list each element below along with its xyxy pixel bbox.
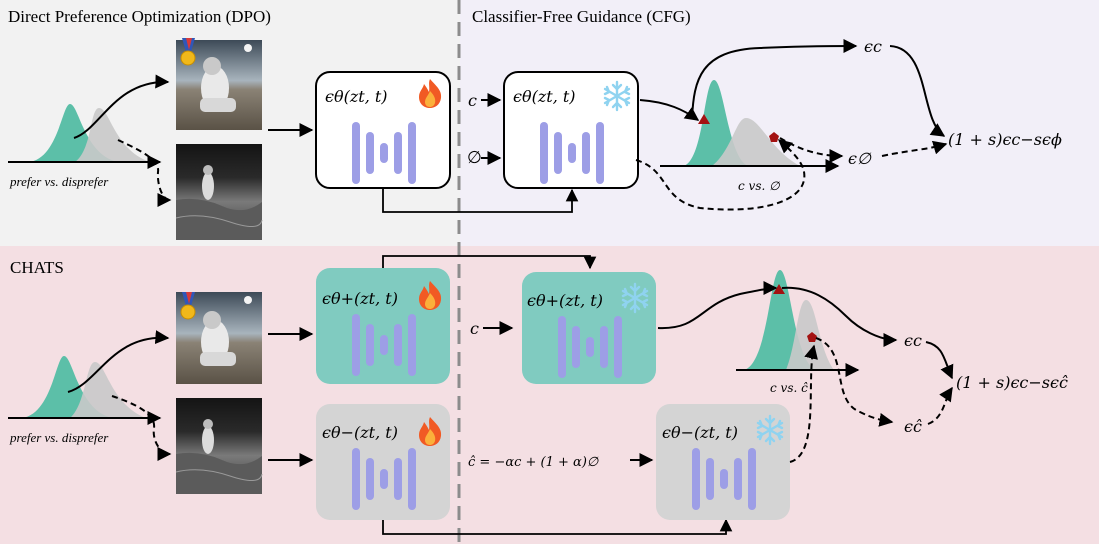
minus-frozen-label: ϵθ−(zt, t): [662, 423, 738, 442]
eps-null-to-formula-arrow: [881, 140, 948, 157]
eps-chat-to-formula-arrow: [927, 386, 953, 425]
minus-model-label: ϵθ−(zt, t): [322, 423, 398, 442]
cfg-axis-caption: c vs. ∅: [738, 179, 780, 193]
chat-to-eps-arrow: [815, 337, 894, 427]
cond-marker-icon: [698, 114, 710, 124]
minus-model-block: ϵθ−(zt, t): [316, 404, 450, 520]
dpo-axis-caption: prefer vs. disprefer: [9, 174, 109, 189]
prefer-curve: [28, 104, 118, 162]
chats-eps-c: ϵc: [904, 331, 922, 350]
chats-input-c: c: [470, 319, 479, 338]
minus-frozen-block: ϵθ−(zt, t): [656, 404, 790, 520]
dpo-model-label: ϵθ(zt, t): [325, 87, 388, 106]
eps-c-to-formula-arrow: [889, 45, 946, 137]
dpo-distribution: prefer vs. disprefer: [8, 74, 172, 207]
eps-c-to-formula-arrow: [925, 341, 954, 380]
moon-icon: [244, 44, 252, 52]
medal-icon: [180, 38, 196, 66]
prefer-arrow: [67, 330, 170, 393]
cfg-distribution: c vs. ∅: [660, 80, 840, 193]
cond-to-eps-arrow: [691, 39, 858, 119]
cfg-uncond-out-arrow: [635, 139, 806, 211]
cfg-model-block: ϵθ(zt, t): [503, 71, 639, 189]
cond-to-eps-arrow: [781, 286, 898, 347]
cfg-eps-null: ϵ∅: [848, 149, 872, 168]
plus-frozen-label: ϵθ+(zt, t): [527, 291, 603, 310]
disprefer-curve: [75, 108, 150, 162]
plus-weights-arrow: [382, 255, 597, 270]
astronaut-icon: [202, 172, 214, 200]
dispreferred-image: [175, 398, 263, 494]
chats-title: CHATS: [10, 258, 64, 277]
chats-cfg-distribution: c vs. ĉ: [736, 270, 860, 395]
cfg-input-c: c: [468, 91, 477, 110]
disprefer-arrow: [111, 395, 172, 461]
uncond-marker-icon: [769, 132, 779, 142]
cfg-model-label: ϵθ(zt, t): [513, 87, 576, 106]
c-hat-definition: ĉ = −αc + (1 + α)∅: [468, 455, 599, 470]
dpo-weights-arrow: [382, 188, 579, 213]
cfg-title: Classifier-Free Guidance (CFG): [472, 7, 691, 26]
uncond-curve: [712, 118, 800, 166]
astronaut-icon: [202, 426, 214, 454]
cfg-input-null: ∅: [467, 148, 482, 167]
plus-frozen-block: ϵθ+(zt, t): [522, 272, 656, 384]
chats-cfg-axis-caption: c vs. ĉ: [770, 381, 808, 395]
prefer-arrow: [73, 74, 170, 139]
moon-icon: [244, 296, 252, 304]
chats-formula: (1 + s)ϵc−sϵĉ: [956, 373, 1068, 392]
preferred-image: [176, 292, 262, 384]
plus-frozen-out-arrow: [657, 281, 778, 330]
cfg-cond-out-arrow: [639, 99, 700, 121]
minus-frozen-out-arrow: [789, 344, 818, 463]
plus-model-label: ϵθ+(zt, t): [322, 289, 398, 308]
chat-marker-icon: [807, 332, 817, 342]
plus-model-block: ϵθ+(zt, t): [316, 268, 450, 384]
disprefer-curve: [70, 362, 146, 418]
dispreferred-image: [175, 144, 263, 240]
chats-axis-caption: prefer vs. disprefer: [9, 430, 109, 445]
dpo-model-block: ϵθ(zt, t): [315, 71, 451, 189]
cfg-eps-c: ϵc: [864, 37, 882, 56]
medal-icon: [180, 292, 196, 320]
uncond-to-eps-arrow: [779, 137, 844, 163]
dpo-title: Direct Preference Optimization (DPO): [8, 7, 271, 26]
disprefer-arrow: [117, 139, 172, 207]
prefer-curve: [22, 356, 112, 418]
minus-weights-arrow: [382, 518, 733, 535]
chats-eps-chat: ϵĉ: [904, 417, 922, 436]
preferred-image: [176, 38, 262, 130]
cfg-formula: (1 + s)ϵc−sϵϕ: [948, 130, 1062, 149]
chats-distribution: prefer vs. disprefer: [8, 330, 172, 461]
